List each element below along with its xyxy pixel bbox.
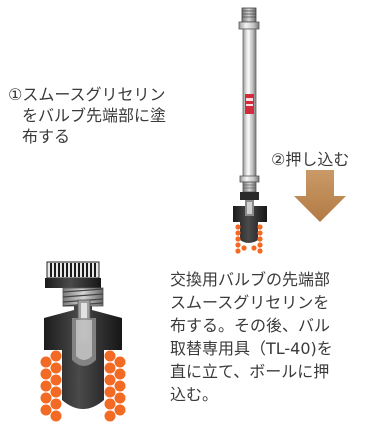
step1-line-2: をバルブ先端部に塗 [22,106,167,125]
step1-marker: ① [8,85,23,104]
step1-line-1: ①スムースグリセリン [8,84,214,105]
step2-caption: ②押し込む [271,150,350,170]
desc-line-6: 込む。 [170,385,219,404]
instruction-paragraph: 交換用バルブの先端部 スムースグリセリンを 布する。その後、バル 取替専用具（T… [170,268,371,406]
push-down-arrow-icon [294,170,346,222]
desc-line-4: 取替専用具（TL-40)を [170,339,333,358]
step2-text: 押し込む [285,150,350,169]
tool-top-cap [241,7,257,23]
desc-line-2: スムースグリセリンを [170,293,330,312]
step1-caption: ①スムースグリセリン をバルブ先端部に塗 布する [8,84,214,147]
step2-marker: ② [271,150,286,169]
grease-dots-small [235,224,263,254]
step1-line-3: 布する [22,127,71,146]
desc-line-5: 直に立て、ボールに押 [170,362,330,381]
valve-closeup [44,261,122,409]
desc-line-3: 布する。その後、バル [170,316,331,335]
step1-text-1: スムースグリセリン [22,85,166,104]
desc-line-1: 交換用バルブの先端部 [170,270,331,289]
grease-dots-large [40,350,126,422]
valve-tool-tl40 [233,7,267,243]
